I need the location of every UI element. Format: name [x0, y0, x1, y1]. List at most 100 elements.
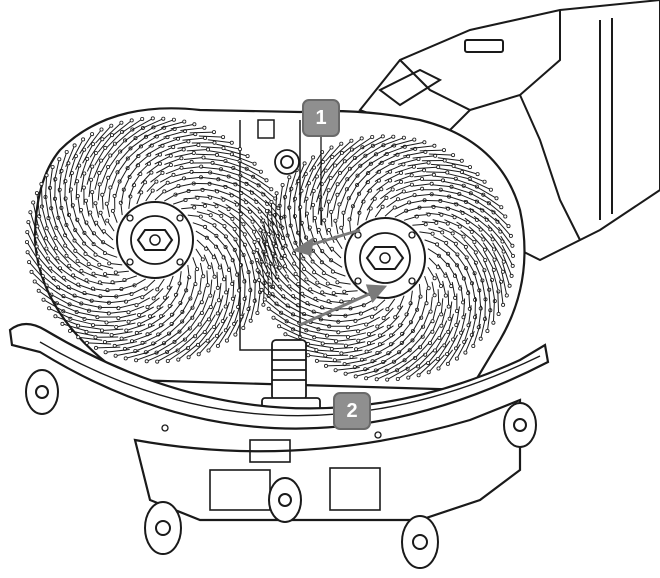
- bristle: [63, 310, 85, 319]
- bristle-tip: [189, 159, 194, 164]
- bristle-tip: [151, 296, 156, 301]
- bristle: [502, 263, 511, 286]
- bristle: [275, 266, 290, 283]
- bristle-tip: [397, 305, 402, 310]
- bristle: [229, 266, 233, 284]
- bristle: [437, 289, 440, 305]
- bristle: [405, 207, 420, 212]
- bristle: [201, 296, 209, 314]
- bristle: [103, 122, 122, 140]
- bristle: [84, 232, 95, 245]
- bristle: [304, 198, 307, 218]
- bristle-tip: [369, 314, 374, 319]
- bristle: [26, 231, 39, 254]
- bristle: [100, 155, 111, 173]
- bristle: [48, 217, 57, 238]
- bristle: [115, 350, 140, 357]
- bristle: [336, 338, 356, 342]
- bristle: [284, 265, 299, 281]
- bristle: [417, 350, 434, 367]
- bristle: [336, 149, 353, 166]
- bristle: [201, 166, 222, 170]
- bristle: [394, 166, 415, 174]
- bristle: [80, 158, 88, 179]
- bristle-tip: [437, 335, 442, 340]
- bristle: [449, 301, 453, 319]
- bristle: [81, 270, 97, 279]
- bristle-tip: [102, 339, 107, 344]
- bristle-tip: [85, 156, 90, 161]
- bristle-tip: [475, 172, 480, 177]
- bristle: [293, 198, 296, 220]
- bristle-tip: [216, 298, 221, 303]
- bristle: [275, 256, 288, 274]
- bristle-tip: [205, 338, 210, 343]
- bristle-tip: [380, 134, 385, 139]
- bristle: [93, 232, 104, 244]
- bristle: [322, 343, 344, 345]
- bristle: [345, 312, 361, 317]
- bristle-tip: [374, 377, 379, 382]
- bristle: [347, 332, 367, 338]
- bristle-tip: [264, 252, 269, 257]
- bristle: [118, 313, 137, 319]
- bristle: [259, 230, 268, 253]
- bristle: [214, 188, 232, 196]
- bristle: [456, 337, 469, 359]
- bristle: [338, 168, 351, 185]
- bristle-tip: [224, 290, 229, 295]
- bristle-tip: [385, 377, 390, 382]
- bristle: [233, 230, 246, 246]
- bristle-tip: [220, 319, 225, 324]
- bristle-tip: [432, 293, 437, 298]
- bristle: [465, 257, 476, 274]
- bristle: [116, 322, 136, 328]
- bristle: [457, 192, 478, 203]
- bristle: [147, 297, 160, 308]
- bristle: [128, 184, 135, 198]
- bristle: [164, 149, 184, 156]
- bristle-tip: [208, 213, 213, 218]
- bristle-tip: [229, 140, 234, 145]
- bristle: [295, 273, 310, 286]
- bristle: [474, 262, 483, 281]
- bristle-tip: [432, 348, 437, 353]
- bristle-tip: [150, 116, 155, 121]
- bristle-tip: [203, 135, 208, 140]
- bristle-tip: [323, 168, 328, 173]
- bristle-tip: [426, 160, 431, 165]
- bristle-tip: [123, 356, 128, 361]
- bristle: [349, 219, 352, 232]
- bristle: [28, 261, 46, 281]
- bristle-tip: [342, 289, 347, 294]
- bristle: [266, 243, 277, 265]
- bristle: [477, 224, 494, 240]
- bristle: [153, 128, 175, 138]
- bristle: [256, 259, 270, 281]
- bristle: [209, 279, 213, 296]
- bristle: [66, 255, 81, 268]
- bristle: [365, 316, 381, 325]
- bristle: [334, 237, 343, 249]
- bristle: [151, 119, 175, 129]
- bristle-tip: [202, 125, 207, 130]
- bristle: [174, 327, 191, 343]
- bristle: [36, 193, 41, 217]
- bristle-tip: [197, 290, 202, 295]
- wheel-front-center: [268, 477, 302, 523]
- bristle: [173, 161, 192, 167]
- bristle: [446, 334, 459, 355]
- bristle-tip: [238, 212, 243, 217]
- bristle-tip: [241, 222, 246, 227]
- bristle-tip: [90, 190, 95, 195]
- bristle: [386, 367, 409, 381]
- bristle: [225, 310, 235, 331]
- bristle: [155, 146, 174, 156]
- bristle: [204, 227, 217, 237]
- bristle: [128, 196, 131, 209]
- bristle-tip: [149, 170, 154, 175]
- bristle-tip: [208, 305, 213, 310]
- bristle-tip: [162, 189, 167, 194]
- bristle: [447, 343, 461, 365]
- bristle-tip: [171, 172, 176, 177]
